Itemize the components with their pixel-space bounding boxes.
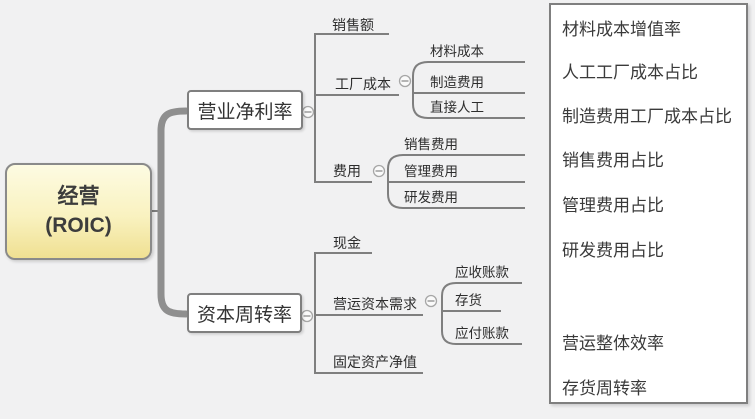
branch2-elbow-line	[314, 252, 423, 374]
node-factory-cost[interactable]: 工厂成本	[335, 76, 391, 92]
kpi-admin-expense-ratio[interactable]: 管理费用占比	[562, 196, 664, 215]
main-branch-bracket	[157, 107, 190, 318]
node-rd-expense[interactable]: 研发费用	[404, 190, 458, 205]
node-working-capital-needs[interactable]: 营运资本需求	[333, 296, 417, 312]
branch1-elbow-line	[314, 33, 389, 183]
root-subtitle: (ROIC)	[45, 213, 112, 237]
kpi-mfg-expense-factory-ratio[interactable]: 制造费用工厂成本占比	[562, 107, 732, 126]
collapse-toggle-expenses[interactable]	[372, 164, 386, 178]
collapse-toggle-capital-turnover[interactable]	[300, 309, 314, 323]
collapse-toggle-factory-cost[interactable]	[398, 74, 412, 88]
node-capital-turnover[interactable]: 资本周转率	[187, 293, 302, 333]
node-cash[interactable]: 现金	[333, 235, 361, 251]
node-selling-expense[interactable]: 销售费用	[404, 137, 458, 152]
node-sales[interactable]: 销售额	[332, 17, 374, 33]
kpi-panel: 材料成本增值率 人工工厂成本占比 制造费用工厂成本占比 销售费用占比 管理费用占…	[549, 3, 748, 404]
node-material-cost[interactable]: 材料成本	[430, 44, 484, 59]
kpi-operations-overall-efficiency[interactable]: 营运整体效率	[562, 334, 664, 353]
kpi-selling-expense-ratio[interactable]: 销售费用占比	[562, 151, 664, 170]
node-operating-net-margin[interactable]: 营业净利率	[187, 90, 303, 130]
node-admin-expense[interactable]: 管理费用	[404, 164, 458, 179]
node-accounts-receivable[interactable]: 应收账款	[455, 265, 509, 280]
kpi-inventory-turnover[interactable]: 存货周转率	[562, 379, 647, 398]
node-inventory[interactable]: 存货	[455, 293, 482, 308]
node-direct-labor[interactable]: 直接人工	[430, 100, 484, 115]
collapse-toggle-operating-margin[interactable]	[301, 105, 315, 119]
node-accounts-payable[interactable]: 应付账款	[455, 326, 509, 341]
working-capital-children-bracket	[441, 282, 522, 345]
kpi-material-cost-value-add-rate[interactable]: 材料成本增值率	[562, 20, 681, 39]
node-net-fixed-assets[interactable]: 固定资产净值	[333, 354, 417, 370]
kpi-rd-expense-ratio[interactable]: 研发费用占比	[562, 241, 664, 260]
collapse-toggle-working-capital[interactable]	[424, 294, 438, 308]
node-manufacturing-expense[interactable]: 制造费用	[430, 75, 484, 90]
node-expenses[interactable]: 费用	[333, 163, 361, 179]
factory-cost-children-bracket	[412, 61, 525, 119]
kpi-labor-factory-cost-ratio[interactable]: 人工工厂成本占比	[562, 63, 698, 82]
node-root-roic[interactable]: 经营 (ROIC)	[5, 163, 152, 260]
root-title: 经营	[57, 185, 100, 209]
